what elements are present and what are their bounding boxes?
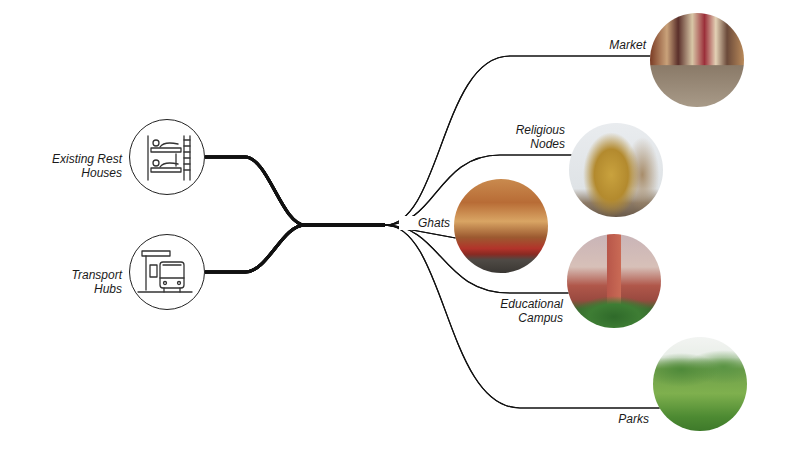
campus-photo-node: Educational Campus bbox=[567, 234, 661, 328]
bunk-bed-icon bbox=[148, 136, 190, 180]
node-label: Educational Campus bbox=[486, 297, 564, 325]
market-photo-node: Market bbox=[650, 13, 744, 107]
transport-hub-node: Transport Hubs bbox=[129, 234, 205, 310]
rest-house-node: Existing Rest Houses bbox=[129, 119, 205, 195]
node-label: Parks bbox=[598, 412, 650, 426]
node-label: Existing Rest Houses bbox=[47, 152, 123, 180]
bus-stop-icon bbox=[138, 251, 192, 292]
node-label: Transport Hubs bbox=[59, 268, 123, 296]
node-label: Religious Nodes bbox=[502, 123, 566, 151]
node-label: Ghats bbox=[399, 216, 451, 230]
religious-photo-node: Religious Nodes bbox=[569, 123, 663, 217]
connector-line bbox=[205, 155, 571, 272]
node-label: Market bbox=[575, 38, 647, 52]
parks-photo-node: Parks bbox=[653, 337, 747, 431]
ghats-photo-node: Ghats bbox=[454, 179, 548, 273]
